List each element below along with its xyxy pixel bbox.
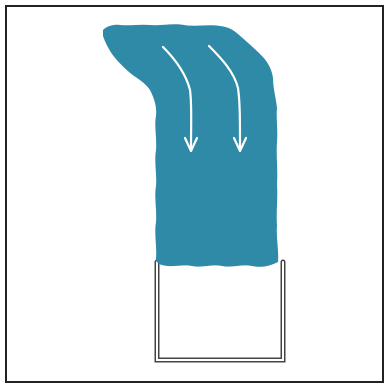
glass-icon [154,259,286,363]
glass-outer [154,259,286,363]
flow-arrows [161,44,248,153]
arrow-down-icon [161,45,199,153]
arrow-down-icon [207,44,248,153]
glass-inner [156,261,284,361]
